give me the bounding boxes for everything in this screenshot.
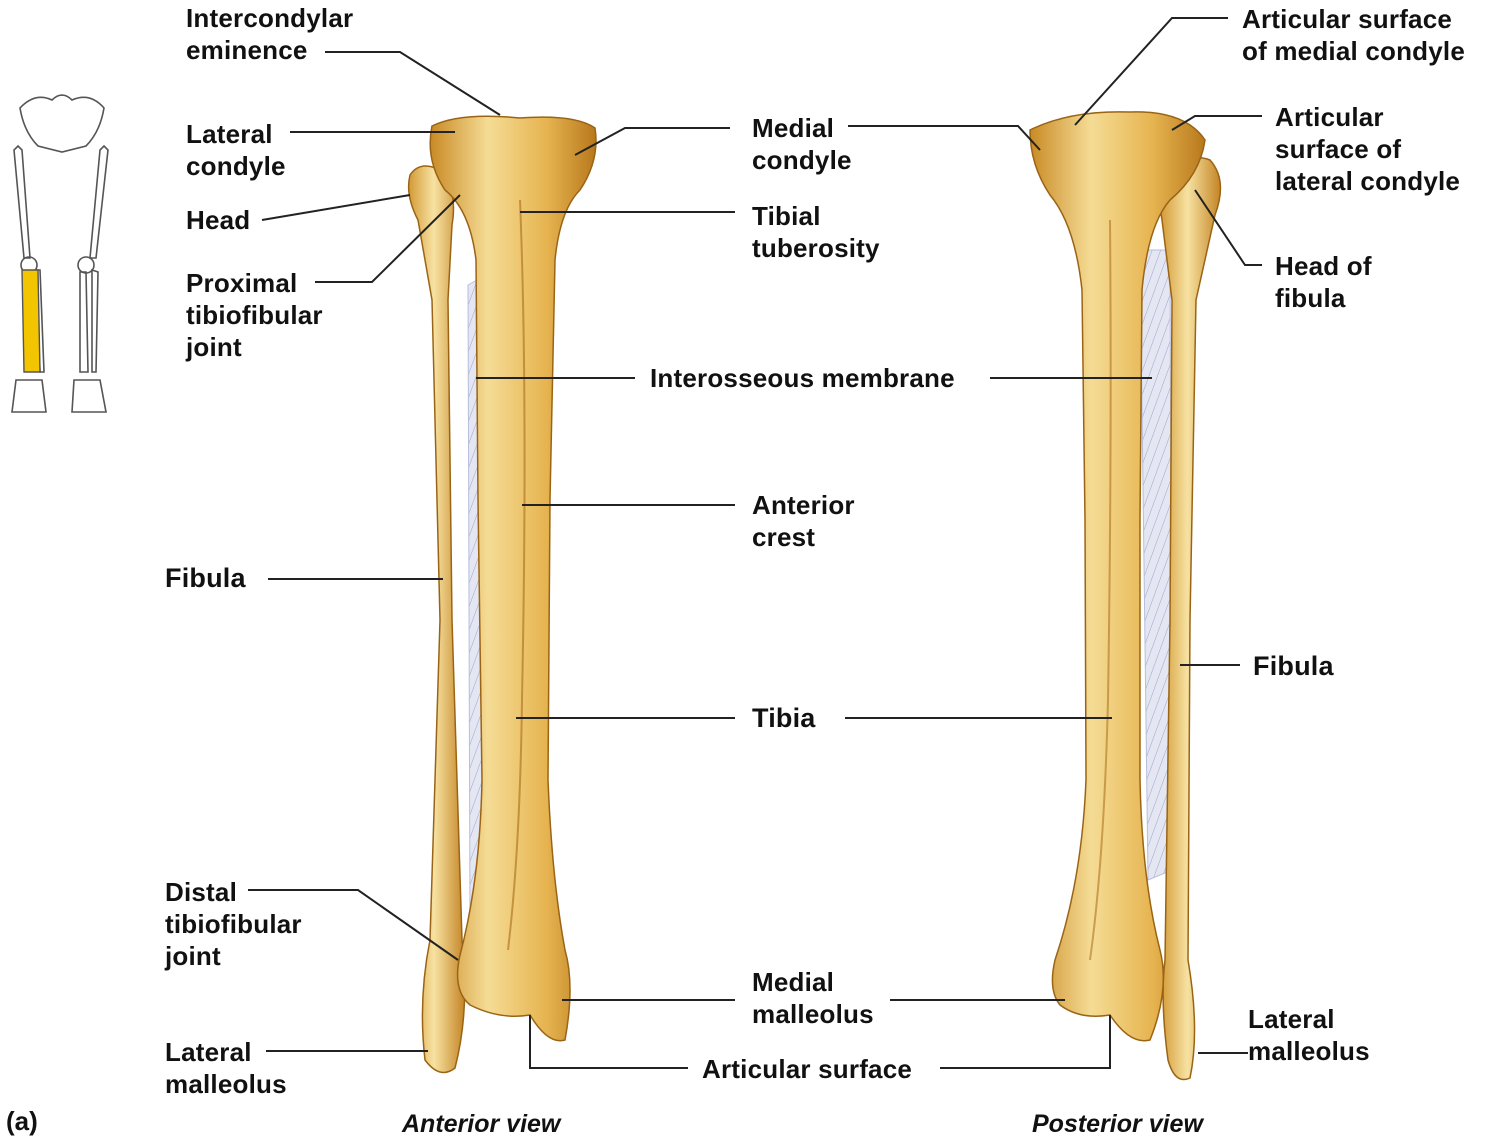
posterior-view-caption: Posterior view — [1032, 1110, 1203, 1139]
leader-medial-condyle-right — [848, 126, 1040, 150]
label-intercondylar-eminence: Intercondylar eminence — [186, 2, 353, 66]
label-articular-surface-medial-condyle: Articular surface of medial condyle — [1242, 3, 1465, 67]
panel-label: (a) — [6, 1106, 38, 1137]
label-lateral-malleolus-left: Lateral malleolus — [165, 1036, 287, 1100]
leader-medial-condyle — [575, 128, 730, 155]
leader-articular-surface-right — [940, 1015, 1110, 1068]
label-head: Head — [186, 204, 250, 236]
label-proximal-tibiofibular-joint: Proximal tibiofibular joint — [186, 267, 323, 363]
pelvis-outline — [20, 95, 104, 152]
anterior-view-caption: Anterior view — [402, 1110, 560, 1139]
label-tibia: Tibia — [752, 702, 816, 734]
fibula-right-outline — [92, 270, 98, 372]
label-anterior-crest: Anterior crest — [752, 489, 855, 553]
leader-head — [262, 195, 410, 220]
label-head-of-fibula: Head of fibula — [1275, 250, 1372, 314]
femur-right-outline — [90, 146, 108, 258]
label-medial-condyle: Medial condyle — [752, 112, 852, 176]
label-medial-malleolus: Medial malleolus — [752, 966, 874, 1030]
tibia-right-outline — [80, 272, 88, 372]
label-interosseous-membrane: Interosseous membrane — [650, 362, 955, 394]
foot-right-outline — [72, 380, 106, 412]
leader-articular-surface-medial-condyle — [1075, 18, 1228, 125]
label-fibula-right: Fibula — [1253, 650, 1334, 682]
label-lateral-malleolus-right: Lateral malleolus — [1248, 1003, 1370, 1067]
label-distal-tibiofibular-joint: Distal tibiofibular joint — [165, 876, 302, 972]
anterior-fibula — [409, 166, 465, 1073]
foot-left-outline — [12, 380, 46, 412]
posterior-view-bones — [1030, 112, 1220, 1080]
label-fibula-left: Fibula — [165, 562, 246, 594]
label-lateral-condyle: Lateral condyle — [186, 118, 286, 182]
highlighted-tibia — [22, 270, 40, 372]
label-tibial-tuberosity: Tibial tuberosity — [752, 200, 880, 264]
femur-left-outline — [14, 146, 30, 258]
anterior-view-bones — [409, 116, 596, 1072]
label-articular-surface: Articular surface — [702, 1053, 912, 1085]
label-articular-surface-lateral-condyle: Articular surface of lateral condyle — [1275, 101, 1460, 197]
